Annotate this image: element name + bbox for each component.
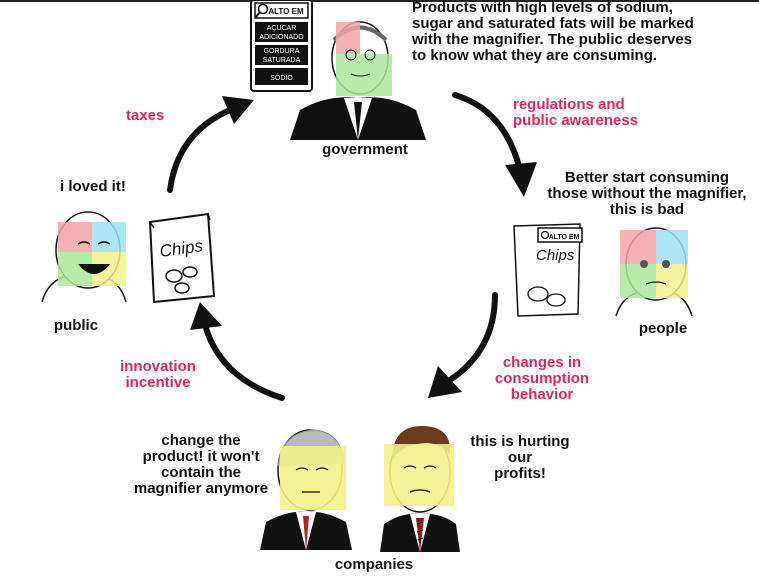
company-right-figure (380, 426, 460, 552)
arrow-changes (447, 292, 498, 383)
warning-label-panel: ALTO EM AÇUCAR ADICIONADO GORDURA SATURA… (250, 0, 313, 92)
government-figure (290, 21, 426, 140)
label-item-2b: SATURADA (263, 57, 301, 64)
chips-right-badge (537, 227, 583, 243)
top-border-line (0, 0, 759, 2)
speech-company-right: this is hurting our profits! (470, 433, 570, 482)
magnifier-icon (257, 3, 269, 15)
public-figure (41, 211, 127, 303)
label-item-2a: GORDURA (264, 48, 300, 55)
government-statement: Products with high levels of sodium, sug… (412, 0, 694, 64)
chips-bag-right: Chips ALTO EM (513, 223, 583, 317)
label-item-1b: ADICIONADO (259, 34, 304, 41)
label-changes: changes in consumption behavior (494, 354, 590, 403)
company-left-figure (260, 429, 352, 550)
speech-public: i loved it! (60, 178, 126, 195)
arrow-innovation (202, 322, 285, 401)
label-innovation: innovation incentive (120, 358, 196, 391)
svg-text:ALTO EM: ALTO EM (549, 234, 580, 241)
label-taxes: taxes (126, 107, 165, 124)
chips-right-text: Chips (536, 247, 575, 264)
label-header: ALTO EM (268, 7, 304, 16)
chips-bag-left: Chips (148, 212, 216, 304)
caption-government: government (322, 141, 408, 158)
speech-company-left: change the product! it won't contain the… (133, 432, 269, 497)
magnifier-small-icon (540, 230, 550, 240)
arrow-taxes (167, 105, 238, 193)
caption-public: public (53, 317, 99, 334)
arrow-regulations (452, 92, 523, 173)
label-item-3: SÓDIO (270, 73, 293, 82)
label-item-1a: AÇUCAR (267, 25, 297, 32)
caption-companies: companies (334, 556, 414, 573)
speech-people: Better start consuming those without the… (547, 169, 747, 218)
people-figure (615, 227, 693, 317)
label-regulations: regulations and public awareness (513, 96, 639, 129)
caption-people: people (638, 320, 688, 337)
